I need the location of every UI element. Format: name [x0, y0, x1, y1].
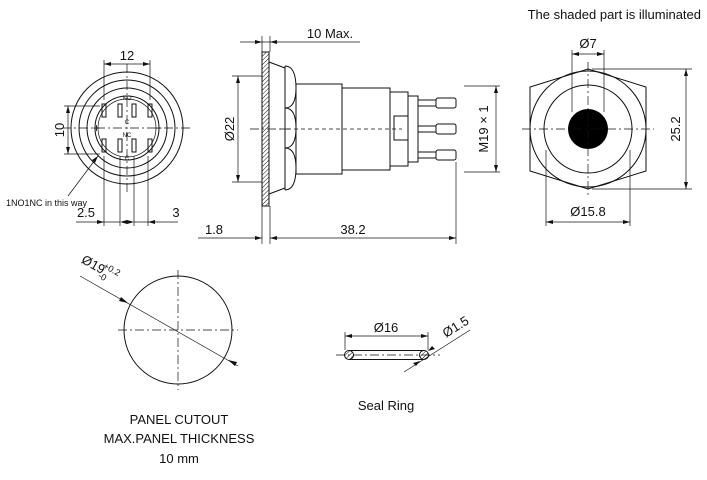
dim-side-max-label: 10 Max. [307, 26, 353, 41]
side-view: 10 Max. Ø22 M19 × 1 [198, 26, 500, 244]
front-view: NO C NC C + − 12 10 1NO1NC in th [6, 48, 192, 226]
dim-front-right-label: 3 [172, 205, 179, 220]
seal-ring: Ø16 Ø1.5 Seal Ring [336, 313, 471, 413]
dim-front-height: 10 [52, 105, 100, 155]
terminal-pins [101, 103, 153, 153]
seal-section-dim-label: Ø1.5 [440, 313, 472, 341]
dim-front-width-label: 12 [120, 48, 134, 63]
pin-label-c-bottom: C [125, 156, 130, 162]
contact-note-leader: 1NO1NC in this way [6, 155, 99, 208]
pin-label-c-top: C [125, 120, 130, 126]
dim-end-hex-label: 25.2 [668, 116, 683, 141]
seal-inner-dim-label: Ø16 [374, 320, 399, 335]
dim-end-led-label: Ø7 [579, 36, 596, 51]
pin-label-no: NO [123, 96, 132, 102]
dim-side-flange-label: 1.8 [205, 222, 223, 237]
dim-front-height-label: 10 [52, 123, 67, 137]
panel-cutout: Ø19 +0.2 -0 PANEL CUTOUT MAX.PANEL THICK… [79, 252, 255, 466]
dim-front-width: 12 [103, 48, 151, 100]
dim-end-led: Ø7 [571, 36, 605, 112]
dim-side-thread-label: M19 × 1 [476, 105, 491, 152]
dim-end-body-label: Ø15.8 [570, 204, 605, 219]
seal-ring-caption: Seal Ring [358, 398, 414, 413]
dim-side-diameter: Ø22 [222, 75, 262, 183]
dim-front-bottom: 2.5 3 [76, 156, 180, 226]
dim-side-max: 10 Max. [240, 26, 360, 52]
panel-cutout-tol-lower: -0 [96, 270, 108, 283]
panel-cutout-caption-2: MAX.PANEL THICKNESS [104, 431, 255, 446]
panel-cutout-caption-3: 10 mm [159, 451, 199, 466]
polarity-plus: + [93, 121, 100, 135]
dim-side-length-label: 38.2 [340, 222, 365, 237]
panel-cutout-caption-1: PANEL CUTOUT [130, 412, 229, 427]
dim-front-left-label: 2.5 [77, 205, 95, 220]
dim-side-diameter-label: Ø22 [222, 117, 237, 142]
dim-end-body: Ø15.8 [545, 150, 631, 226]
illumination-note: The shaded part is illuminated [528, 7, 701, 22]
illuminated-led-dot [568, 109, 608, 149]
dim-end-hex: 25.2 [592, 68, 692, 190]
dim-side-thread: M19 × 1 [464, 85, 500, 173]
end-view: Ø7 25.2 Ø15.8 [522, 36, 692, 226]
dim-side-bottom: 1.8 38.2 [198, 162, 457, 244]
contact-note: 1NO1NC in this way [6, 198, 88, 208]
pin-label-nc: NC [123, 133, 132, 139]
polarity-minus: − [155, 121, 162, 135]
